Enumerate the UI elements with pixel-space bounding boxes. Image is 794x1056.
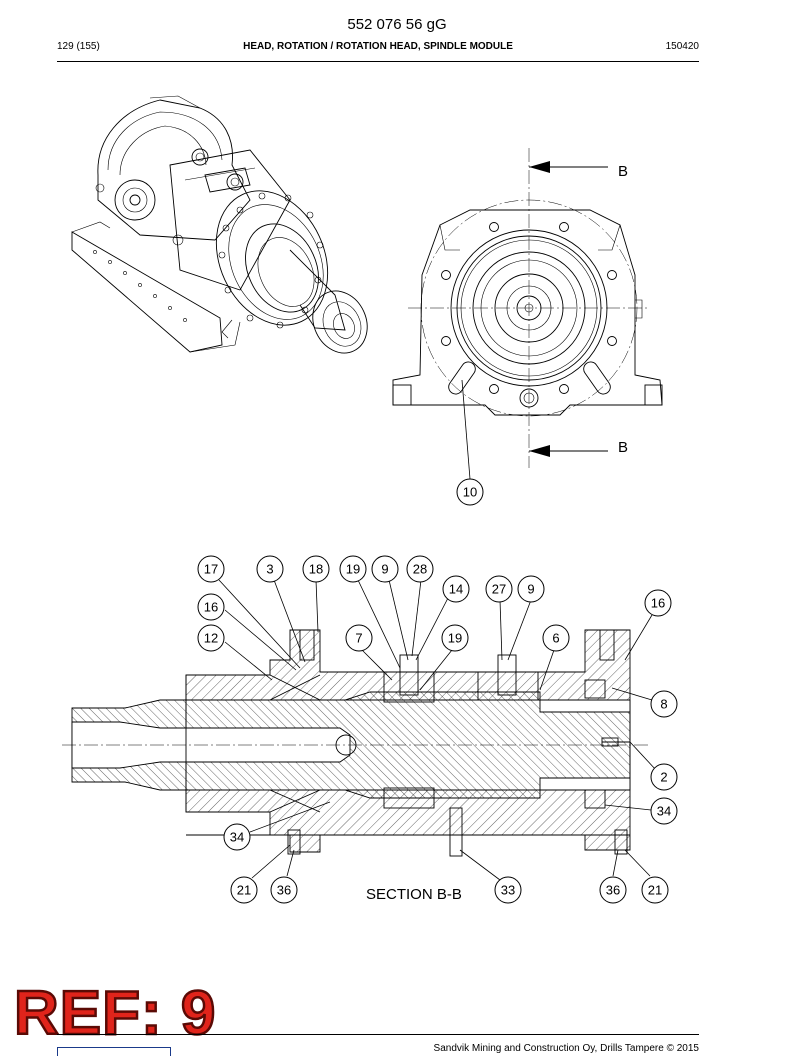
callout-19-mid: 19 [441, 624, 469, 652]
svg-text:16: 16 [204, 600, 218, 615]
svg-text:12: 12 [204, 631, 218, 646]
callout-9-top: 9 [371, 555, 399, 583]
callout-36-left: 36 [270, 876, 298, 904]
svg-text:6: 6 [552, 631, 559, 646]
svg-text:27: 27 [492, 582, 506, 597]
callout-28: 28 [406, 555, 434, 583]
callout-17: 17 [197, 555, 225, 583]
header-title: HEAD, ROTATION / ROTATION HEAD, SPINDLE … [243, 41, 513, 52]
callout-34-right: 34 [650, 797, 678, 825]
document-number: 552 076 56 gG [347, 16, 447, 33]
footer-copyright: Sandvik Mining and Construction Oy, Dril… [433, 1043, 699, 1054]
svg-text:21: 21 [648, 883, 662, 898]
callout-12: 12 [197, 624, 225, 652]
svg-text:9: 9 [527, 582, 534, 597]
callout-16-right: 16 [644, 589, 672, 617]
svg-text:19: 19 [346, 562, 360, 577]
svg-text:19: 19 [448, 631, 462, 646]
callout-18: 18 [302, 555, 330, 583]
isometric-view [71, 95, 368, 354]
svg-text:33: 33 [501, 883, 515, 898]
svg-text:9: 9 [381, 562, 388, 577]
callout-36-right: 36 [599, 876, 627, 904]
svg-text:7: 7 [355, 631, 362, 646]
callout-9-right: 9 [517, 575, 545, 603]
svg-text:21: 21 [237, 883, 251, 898]
callout-33: 33 [494, 876, 522, 904]
page-number: 129 (155) [57, 41, 100, 52]
section-marker-top: B [618, 163, 628, 180]
leader-lines [218, 579, 657, 881]
callout-19-top: 19 [339, 555, 367, 583]
svg-text:18: 18 [309, 562, 323, 577]
section-marker-bottom: B [618, 439, 628, 456]
svg-text:10: 10 [463, 485, 477, 500]
svg-text:34: 34 [657, 804, 671, 819]
svg-text:28: 28 [413, 562, 427, 577]
svg-text:36: 36 [277, 883, 291, 898]
svg-text:36: 36 [606, 883, 620, 898]
callout-34-left: 34 [223, 823, 251, 851]
svg-text:14: 14 [449, 582, 463, 597]
svg-text:3: 3 [266, 562, 273, 577]
callout-10: 10 [456, 379, 484, 506]
svg-text:16: 16 [651, 596, 665, 611]
callout-16-left: 16 [197, 593, 225, 621]
brand-logo-partial [57, 1047, 171, 1056]
ref-stamp: REF: 9 [13, 979, 217, 1048]
callout-21-right: 21 [641, 876, 669, 904]
callout-14: 14 [442, 575, 470, 603]
header-divider [57, 61, 699, 62]
section-label: SECTION B-B [366, 886, 462, 903]
callout-21-left: 21 [230, 876, 258, 904]
svg-text:2: 2 [660, 770, 667, 785]
end-view: B B [392, 148, 663, 468]
callout-6: 6 [542, 624, 570, 652]
page-header: 129 (155) HEAD, ROTATION / ROTATION HEAD… [57, 41, 699, 57]
callout-27: 27 [485, 575, 513, 603]
callout-3: 3 [256, 555, 284, 583]
svg-text:34: 34 [230, 830, 244, 845]
section-view: SECTION B-B [62, 629, 650, 903]
callout-2: 2 [650, 763, 678, 791]
callout-8: 8 [650, 690, 678, 718]
svg-text:8: 8 [660, 697, 667, 712]
header-date: 150420 [665, 41, 699, 52]
callout-7: 7 [345, 624, 373, 652]
svg-text:17: 17 [204, 562, 218, 577]
footer-divider [57, 1034, 699, 1035]
